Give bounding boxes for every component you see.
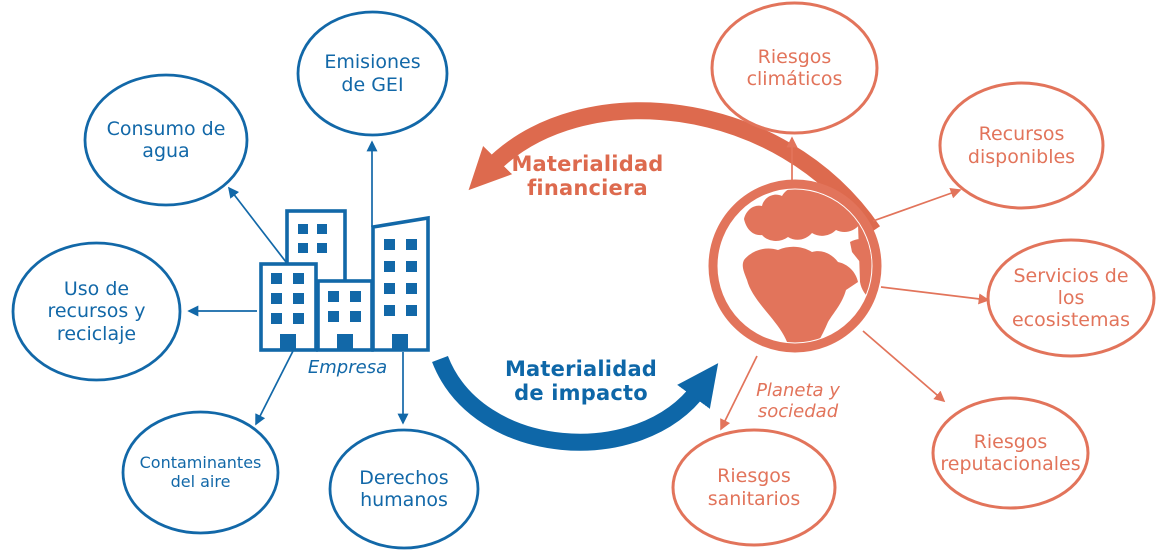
arrow-to-servicios-ecosistemas (880, 286, 990, 305)
arrow-to-contaminantes (255, 350, 294, 426)
financial-materiality-arrow (468, 102, 881, 236)
node-oval-riesgos-sanitarios (671, 428, 837, 547)
company-connector-arrows (187, 140, 409, 426)
company-buildings-icon (259, 209, 430, 352)
node-oval-recursos-disponibles (938, 81, 1105, 210)
node-oval-riesgos-climaticos (710, 1, 879, 135)
globe-africa-icon (708, 179, 882, 353)
node-oval-servicios-ecosistemas (986, 238, 1156, 358)
node-oval-contaminantes (121, 410, 280, 535)
arrow-to-consumo (227, 186, 287, 263)
node-oval-consumo (83, 73, 249, 207)
node-oval-riesgos-reputacionales (931, 396, 1090, 510)
impact-materiality-arrow (432, 355, 719, 451)
arrow-to-riesgos-reputacionales (862, 330, 946, 403)
node-oval-emisiones (296, 10, 449, 137)
risk-topic-ovals (671, 1, 1156, 547)
node-oval-derechos (328, 428, 480, 550)
arrow-to-recursos-disponibles (872, 187, 962, 222)
planet-connector-arrows (720, 136, 990, 431)
impact-topic-ovals (11, 10, 480, 550)
node-oval-uso-recursos (11, 241, 182, 382)
arrow-to-riesgos-sanitarios (720, 355, 758, 431)
